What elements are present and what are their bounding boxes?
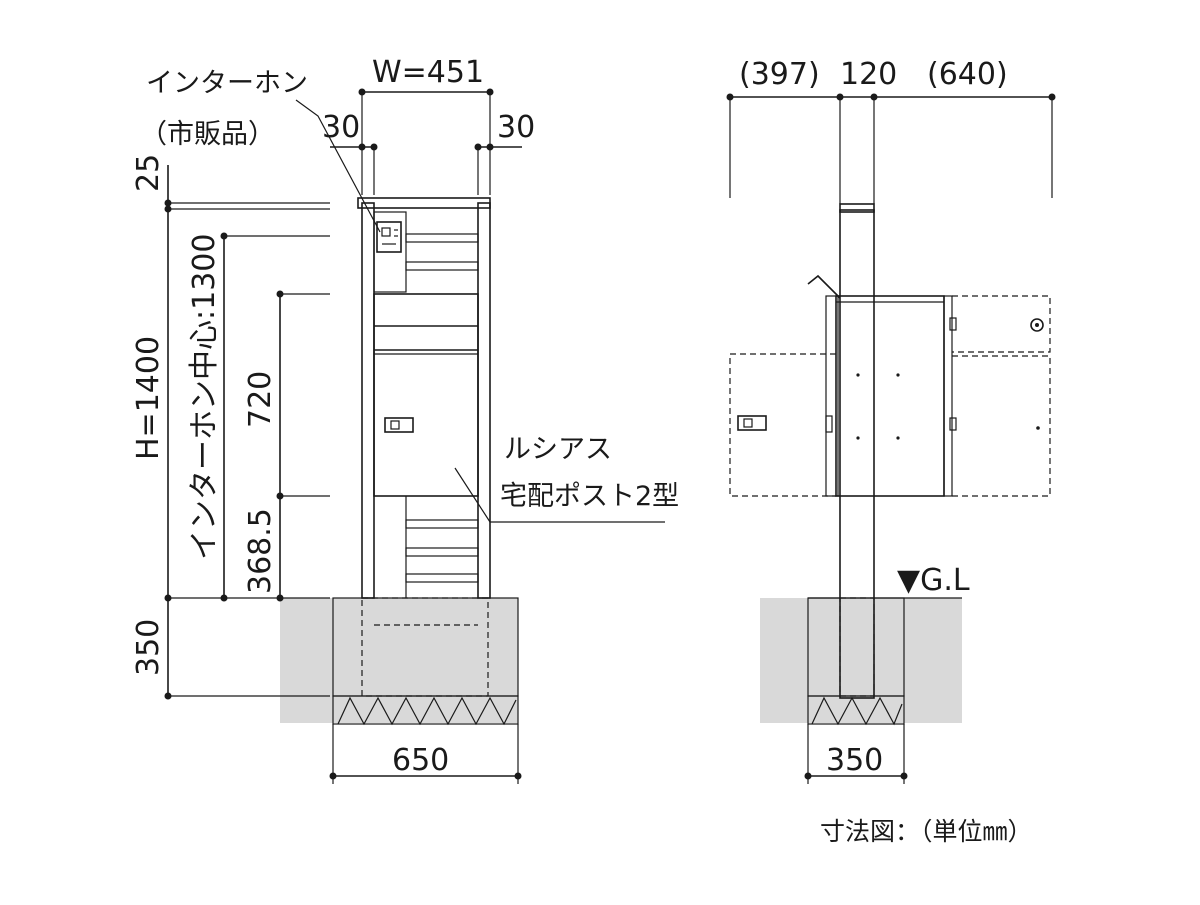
front-intercom-panel <box>373 211 407 293</box>
side-post-cap <box>839 203 875 213</box>
front-top-cap <box>357 197 491 209</box>
ground-level-label: ▼G.L <box>897 563 970 598</box>
post-width-dimension: 120 <box>840 57 897 92</box>
side-mailbox-body <box>835 295 945 497</box>
lower-height-dimension: 368.5 <box>243 508 278 594</box>
right-offset-dimension: 30 <box>497 110 535 145</box>
front-gravel-pattern <box>337 696 517 726</box>
side-open-door-lower-right <box>952 355 1051 497</box>
front-gravel-base <box>332 695 519 725</box>
product-leader-line <box>454 467 665 523</box>
intercom-note: （市販品） <box>140 119 275 150</box>
product-name-line2: 宅配ポスト2型 <box>500 481 679 512</box>
side-buried-post <box>839 597 875 697</box>
side-gravel-pattern <box>811 696 903 726</box>
side-key-icon <box>1030 318 1044 332</box>
intercom-camera-icon <box>381 227 391 237</box>
height-dimension: H=1400 <box>131 336 166 460</box>
product-name-line1: ルシアス <box>504 434 612 465</box>
front-buried-frame <box>361 597 489 697</box>
front-view: W=451 30 30 インターホン （市販品） 25 H=1400 <box>131 55 679 784</box>
front-left-post <box>361 202 375 599</box>
front-lower-slat-2 <box>405 547 479 557</box>
side-intercom-lid <box>807 274 841 299</box>
intercom-label: インターホン <box>146 68 308 99</box>
intercom-center-dimension: インターホン中心:1300 <box>187 234 222 560</box>
width-dimension: W=451 <box>372 55 484 90</box>
left-offset-dimension: 30 <box>322 110 360 145</box>
front-upper-slat-2 <box>405 261 479 271</box>
side-ground-fill <box>760 598 962 723</box>
side-open-door-left <box>729 353 836 497</box>
front-mailbox-lock-icon <box>384 417 414 433</box>
foundation-depth-dimension: 350 <box>131 619 166 676</box>
front-upper-slat-1 <box>405 233 479 243</box>
drawing-caption: 寸法図：（単位㎜） <box>820 817 1033 846</box>
front-lower-slat-3 <box>405 573 479 583</box>
side-view: (397) 120 (640) ▼G.L 35 <box>726 57 1056 784</box>
front-lower-slat-1 <box>405 519 479 529</box>
front-ground-fill <box>280 598 518 723</box>
front-right-post <box>477 202 491 599</box>
top-gap-dimension: 25 <box>131 154 166 192</box>
intercom-device-icon <box>376 221 402 253</box>
side-post <box>839 209 875 699</box>
side-foundation-width-dimension: 350 <box>826 743 883 778</box>
intercom-leader-line <box>295 99 381 233</box>
left-extent-dimension: (397) <box>739 57 820 92</box>
side-lock-icon <box>737 415 767 431</box>
foundation-width-dimension: 650 <box>392 743 449 778</box>
mid-height-dimension: 720 <box>243 371 278 428</box>
front-mailbox-body <box>373 293 479 497</box>
right-extent-dimension: (640) <box>927 57 1008 92</box>
side-open-door-upper-right <box>952 295 1051 353</box>
